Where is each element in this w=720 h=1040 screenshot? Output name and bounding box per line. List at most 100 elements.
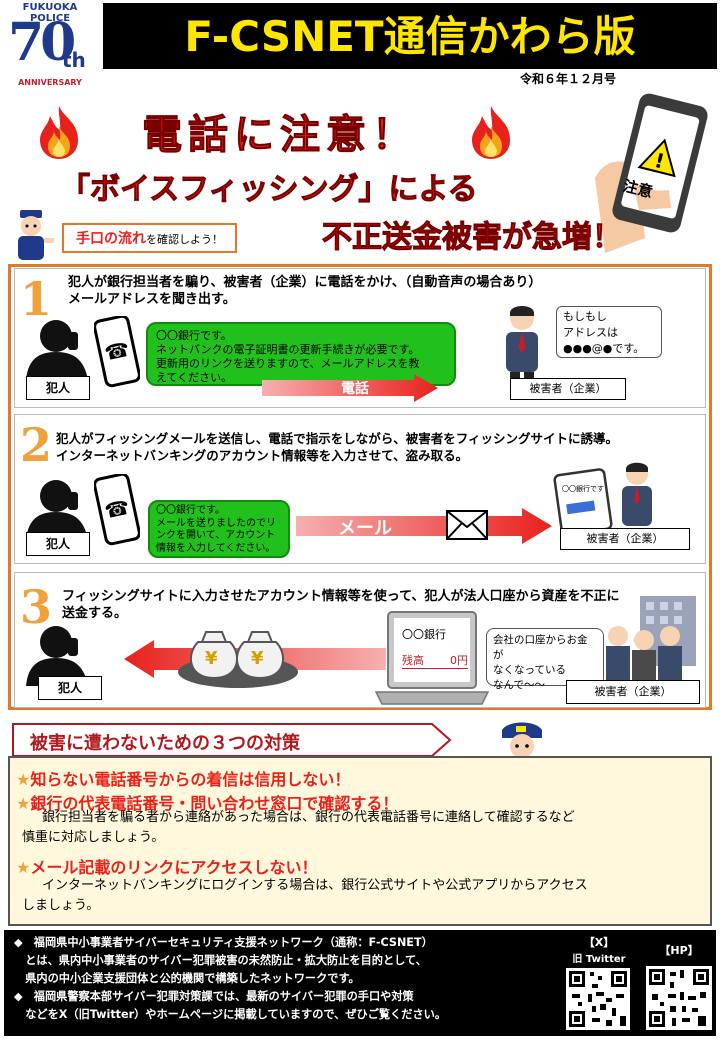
smartphone-phone-icon: ☎: [94, 474, 140, 546]
victim-businessman-icon: [622, 462, 652, 526]
step-number: 3: [20, 580, 53, 634]
qr-code-x-icon[interactable]: [566, 968, 630, 1030]
yen-symbol: ¥: [205, 648, 218, 669]
bubble-line: 情報を入力してください。: [156, 542, 276, 554]
phone-call-arrow: [262, 374, 438, 402]
footer-text: ◆ 福岡県中小事業者サイバーセキュリティ支援ネットワーク（通称：F-CSNET）…: [14, 934, 554, 1024]
bubble-line: えてください。: [156, 371, 233, 384]
logo-bottom-text: ANNIVERSARY: [18, 78, 82, 87]
step-text: メールアドレスを聞き出す。: [68, 292, 236, 307]
flame-icon: [472, 106, 510, 159]
laptop-icon: [374, 611, 490, 705]
measure-body: しましょう。: [22, 898, 100, 913]
subheadline: 「ボイスフィッシング」による: [60, 172, 479, 208]
victim-label: 被害者（企業）: [510, 378, 626, 400]
step-text: 犯人が銀行担当者を騙り、被害者（企業）に電話をかけ、（自動音声の場合あり）: [68, 275, 542, 290]
victim-label: 被害者（企業）: [566, 680, 700, 704]
measure-body: 慎重に対応しましょう。: [22, 830, 165, 845]
qr-x-label: 【X】: [583, 936, 615, 949]
criminal-silhouette-icon: [26, 480, 88, 540]
arrow-label: 電話: [341, 381, 369, 397]
step-text: 犯人がフィッシングメールを送信し、電話で指示をしながら、被害者をフィッシングサイ…: [56, 431, 619, 446]
envelope-icon: [446, 510, 488, 540]
bubble-line: 〇〇銀行です。: [156, 505, 225, 516]
star-icon: ★: [16, 858, 31, 877]
criminal-label: 犯人: [38, 676, 102, 700]
measure-body: インターネットバンキングにログインする場合は、銀行公式サイトや公式アプリからアク…: [42, 878, 588, 893]
logo-number: 70: [8, 12, 76, 73]
measure-heading: ★銀行の代表電話番号・問い合わせ窓口で確認する！: [16, 790, 398, 814]
step-text: フィッシングサイトに入力させたアカウント情報等を使って、犯人が法人口座から資産を…: [62, 589, 620, 604]
bubble-line: もしもし: [563, 310, 607, 323]
criminal-label: 犯人: [26, 376, 90, 400]
headline: 電話に注意！: [142, 112, 418, 159]
flame-icon: [40, 106, 78, 159]
criminal-silhouette-icon: [26, 320, 88, 380]
step-text: インターネットバンキングのアカウント情報等を入力させて、盗み取る。: [56, 448, 469, 463]
bubble-line: アドレスは: [563, 326, 618, 339]
email-arrow: [296, 508, 552, 544]
footer-line: とは、県内中小事業者のサイバー犯罪被害の未然防止・拡大防止を目的として、: [14, 954, 427, 967]
star-icon: ★: [16, 770, 31, 789]
smartphone-phone-icon: ☎: [94, 316, 140, 388]
bubble-line: 〇〇銀行です。: [156, 329, 232, 342]
measure-heading-text: メール記載のリンクにアクセスしない！: [30, 858, 318, 877]
balance-row: 残高 0円: [402, 652, 468, 669]
flow-label-rest: を確認しよう！: [146, 233, 223, 246]
footer-line: などをX（旧Twitter）やホームページに掲載していますので、ぜひご覧ください…: [14, 1008, 447, 1021]
victim-speech-bubble: 会社の口座からお金が なくなっている なんで～～: [486, 628, 604, 691]
measures-box: [8, 756, 712, 926]
bubble-line: ンクを開いて、アカウント: [156, 530, 276, 541]
distressed-employees-icon: [606, 596, 696, 680]
qr-hp-label: 【HP】: [659, 944, 699, 957]
step-text: 送金する。: [62, 606, 128, 621]
issue-date: 令和６年１２月号: [520, 72, 617, 86]
yen-symbol: ¥: [251, 648, 264, 669]
step-number: 2: [20, 418, 53, 472]
bubble-line: 会社の口座からお金が: [493, 634, 588, 661]
victim-speech-bubble: もしもし アドレスは ●●●@●です。: [556, 306, 662, 358]
measure-heading: ★知らない電話番号からの着信は信用しない！: [16, 766, 350, 790]
arrow-label: メール: [338, 518, 392, 539]
logo-top-text: FUKUOKA POLICE: [22, 2, 78, 24]
qr-x-label-2: 旧 Twitter: [572, 954, 626, 965]
subheadline-2: 不正送金被害が急増！: [322, 220, 623, 256]
footer-line: ◆ 福岡県警察本部サイバー犯罪対策課では、最新のサイバー犯罪の手口や対策: [14, 990, 414, 1003]
step-number: 1: [20, 272, 53, 326]
footer-line: 県内の中小企業支援団体と公的機関で構築したネットワークです。: [14, 972, 360, 985]
bubble-line: ●●●@●です。: [563, 342, 645, 355]
svg-text:☎: ☎: [102, 495, 131, 524]
money-bags-icon: [178, 631, 298, 688]
svg-text:☎: ☎: [102, 337, 131, 366]
warning-smartphone-illustration: !: [595, 93, 708, 253]
bubble-line: ネットバンクの電子証明書の更新手続きが必要です。: [156, 343, 420, 356]
police-70th-logo: FUKUOKA POLICE 70 th ANNIVERSARY: [2, 2, 98, 90]
bank-name: 〇〇銀行: [402, 628, 446, 641]
measure-body: 銀行担当者を騙る者から連絡があった場合は、銀行の代表電話番号に連絡して確認するな…: [42, 810, 575, 825]
qr-code-hp-icon[interactable]: [646, 966, 712, 1030]
victim-phone-screen-illustration: [553, 468, 613, 534]
phone-screen-text: 〇〇銀行です: [562, 485, 604, 493]
measure-heading: ★メール記載のリンクにアクセスしない！: [16, 854, 318, 878]
measures-title: 被害に遭わないための３つの対策: [30, 733, 300, 754]
footer-line: ◆ 福岡県中小事業者サイバーセキュリティ支援ネットワーク（通称：F-CSNET）: [14, 936, 433, 949]
criminal-speech-bubble: 〇〇銀行です。 メールを送りましたのでリ ンクを開いて、アカウント 情報を入力し…: [148, 500, 290, 558]
measures-title-tag: [12, 723, 452, 757]
flow-label-strong: 手口の流れ: [76, 231, 146, 247]
balance-label: 残高: [402, 654, 424, 667]
star-icon: ★: [16, 794, 31, 813]
page-title: F-CSNET通信かわら版: [184, 12, 636, 61]
victim-label: 被害者（企業）: [560, 528, 690, 550]
criminal-speech-bubble: 〇〇銀行です。 ネットバンクの電子証明書の更新手続きが必要です。 更新用のリンク…: [146, 322, 456, 386]
bubble-line: なくなっている: [493, 664, 566, 676]
bubble-line: 更新用のリンクを送りますので、メールアドレスを教: [156, 357, 420, 370]
balance-value: 0円: [450, 654, 468, 667]
bubble-line: なんで～～: [493, 679, 545, 691]
police-officer-icon: [18, 210, 54, 260]
title-bar: [103, 3, 717, 69]
flow-label: 手口の流れを確認しよう！: [62, 223, 237, 253]
measure-heading-text: 知らない電話番号からの着信は信用しない！: [30, 770, 351, 789]
measure-heading-text: 銀行の代表電話番号・問い合わせ窓口で確認する！: [30, 794, 399, 813]
bubble-line: メールを送りましたのでリ: [156, 517, 276, 529]
logo-suffix: th: [62, 48, 86, 72]
